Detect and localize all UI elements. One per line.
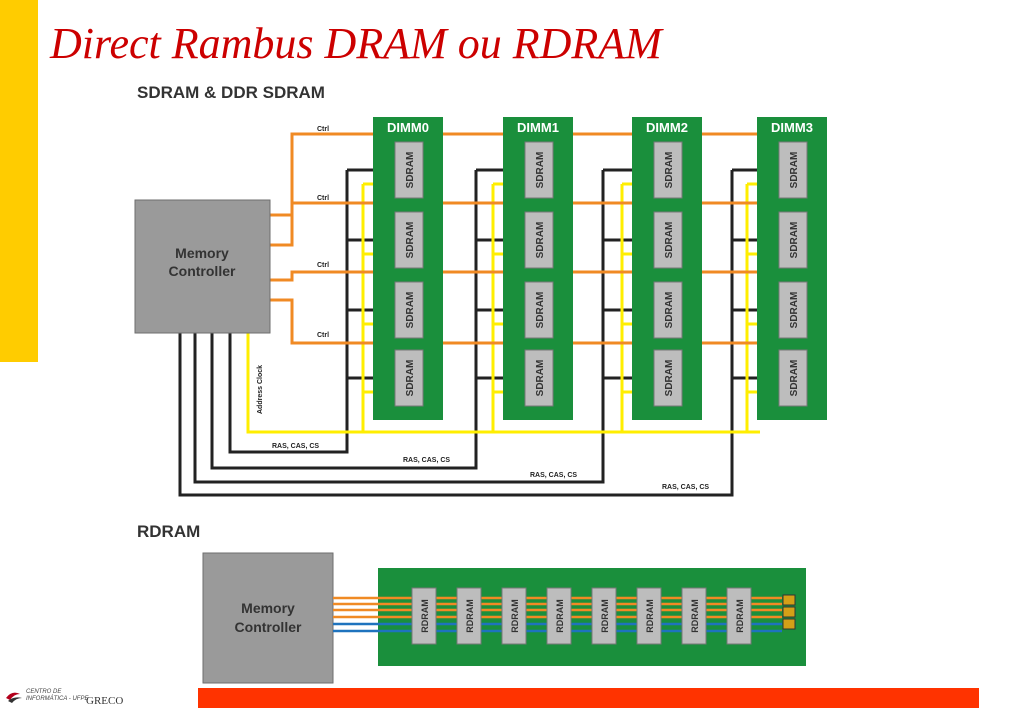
ras-label-4: RAS, CAS, CS [662,484,709,491]
slide-title: Direct Rambus DRAM ou RDRAM [50,19,662,68]
address-clock-label: Address Clock [257,365,264,414]
sdram-chip [653,281,683,339]
sdram-chip [778,141,808,199]
rdram-chip-label: RDRAM [735,599,745,633]
rdram-chip [546,587,572,645]
rdram-controller-label-2: Controller [235,619,302,635]
sdram-chip-label: SDRAM [664,292,675,329]
sdram-chip-label: SDRAM [535,152,546,189]
rdram-chip-label: RDRAM [510,599,520,633]
sdram-chip [524,281,554,339]
sdram-chip-label: SDRAM [535,292,546,329]
sdram-chip-label: SDRAM [789,152,800,189]
rdram-controller-label-1: Memory [241,600,295,616]
rdram-terminator [782,606,796,618]
ras-label-3: RAS, CAS, CS [530,472,577,479]
dimm-label: DIMM1 [517,120,559,135]
rdram-chip-label: RDRAM [420,599,430,633]
sdram-chip [394,281,424,339]
sdram-chip-label: SDRAM [405,152,416,189]
rdram-chip-label: RDRAM [465,599,475,633]
footer-org-line1: CENTRO DE [26,689,62,695]
sdram-chip [653,141,683,199]
ras-label-1: RAS, CAS, CS [272,443,319,450]
dimm-label: DIMM3 [771,120,813,135]
rdram-terminator [782,618,796,630]
sdram-chip [778,349,808,407]
rdram-chip-label: RDRAM [600,599,610,633]
cin-logo-icon [6,692,22,703]
sdram-chip-label: SDRAM [789,222,800,259]
sdram-controller-label-2: Controller [169,263,236,279]
sdram-chip [524,349,554,407]
rdram-chip-label: RDRAM [555,599,565,633]
sdram-memory-controller [134,199,271,334]
ras-label-2: RAS, CAS, CS [403,457,450,464]
ctrl-label-2: Ctrl [317,195,329,202]
ctrl-label-3: Ctrl [317,262,329,269]
rdram-chip-label: RDRAM [645,599,655,633]
rdram-terminator [782,594,796,606]
sdram-chip [394,211,424,269]
sdram-chip [524,211,554,269]
sdram-chip-label: SDRAM [664,152,675,189]
sdram-chip [653,211,683,269]
rdram-heading: RDRAM [137,522,200,541]
rdram-chip [591,587,617,645]
sdram-chip-label: SDRAM [789,292,800,329]
sdram-chip [778,281,808,339]
rdram-memory-controller [202,552,334,684]
sdram-chip-label: SDRAM [405,360,416,397]
sdram-chip-label: SDRAM [405,292,416,329]
ctrl-label-1: Ctrl [317,126,329,133]
footer-group: GRECO [86,695,124,707]
sdram-chip-label: SDRAM [664,360,675,397]
ras-bus-line [178,170,734,497]
rdram-chip [411,587,437,645]
side-accent-bar [0,0,38,362]
rdram-chip [501,587,527,645]
sdram-heading: SDRAM & DDR SDRAM [137,83,325,102]
rdram-chips: RDRAM RDRAM RDRAM RDRAM RDRAM RDRAM RDRAM RDRAM [411,587,796,645]
sdram-chip [653,349,683,407]
footer-org-line2: INFORMÁTICA - UFPE [26,696,89,702]
sdram-chip-label: SDRAM [664,222,675,259]
sdram-chip [394,349,424,407]
sdram-chip-label: SDRAM [405,222,416,259]
dimm-label: DIMM0 [387,120,429,135]
sdram-chip [778,211,808,269]
sdram-chip [524,141,554,199]
rdram-chip-label: RDRAM [690,599,700,633]
sdram-controller-label-1: Memory [175,245,229,261]
rdram-chip [681,587,707,645]
footer-organization: CENTRO DE INFORMÁTICA - UFPE [26,689,88,703]
sdram-chip [394,141,424,199]
clock-line [246,333,760,434]
sdram-chip-label: SDRAM [535,222,546,259]
sdram-chip-label: SDRAM [535,360,546,397]
dimm-label: DIMM2 [646,120,688,135]
rdram-chip [726,587,752,645]
rdram-chip [456,587,482,645]
ras-bus-line [210,170,478,470]
sdram-chip-label: SDRAM [789,360,800,397]
footer-accent-bar [198,688,979,708]
ras-bus-line [193,170,605,484]
rdram-chip [636,587,662,645]
ctrl-label-4: Ctrl [317,332,329,339]
